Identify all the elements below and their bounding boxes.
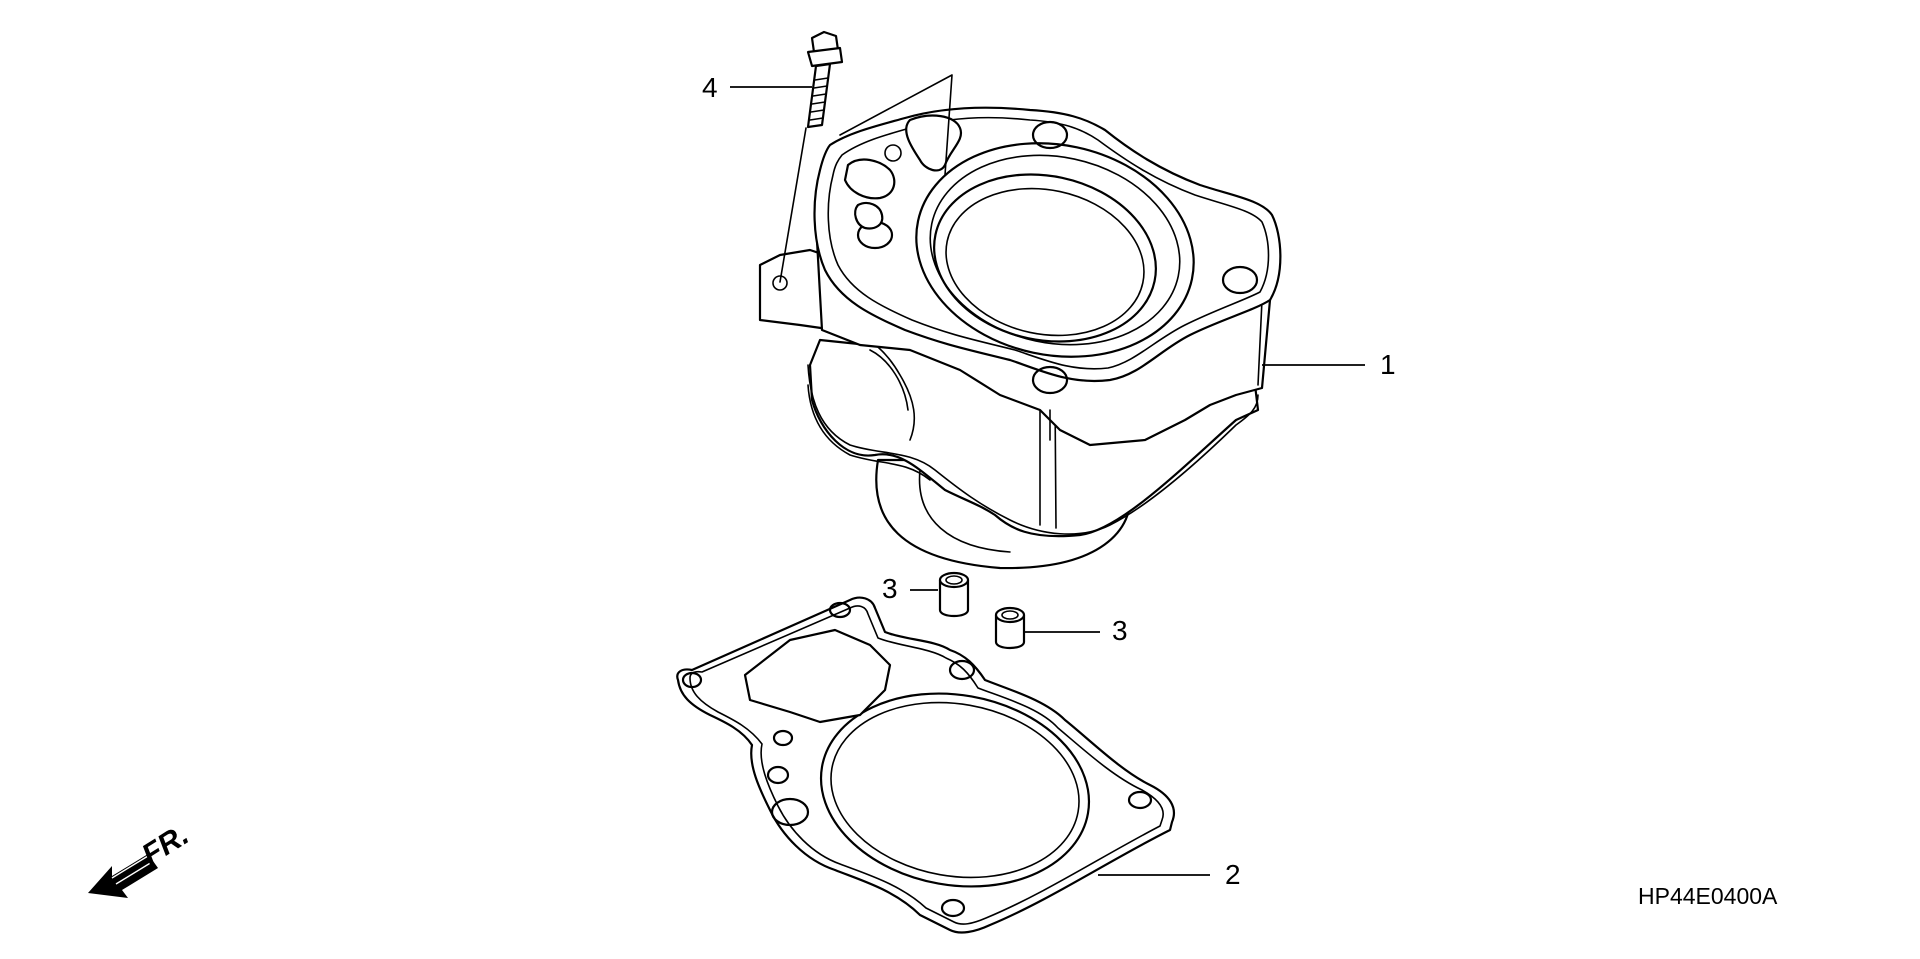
- callout-4: 4: [702, 72, 718, 103]
- dowel-pin-right[interactable]: [994, 606, 1026, 650]
- flange-bolt[interactable]: [779, 30, 953, 283]
- callout-3-left: 3: [882, 573, 898, 604]
- front-arrow-icon: [88, 854, 158, 898]
- callout-3-right: 3: [1112, 615, 1128, 646]
- callout-2: 2: [1225, 859, 1241, 890]
- cylinder-base-gasket[interactable]: [676, 596, 1176, 934]
- leader-lines: [730, 86, 1365, 876]
- callout-1: 1: [1380, 349, 1396, 380]
- dowel-pin-left[interactable]: [938, 571, 970, 618]
- diagram-code: HP44E0400A: [1638, 883, 1778, 909]
- cylinder[interactable]: [758, 106, 1282, 570]
